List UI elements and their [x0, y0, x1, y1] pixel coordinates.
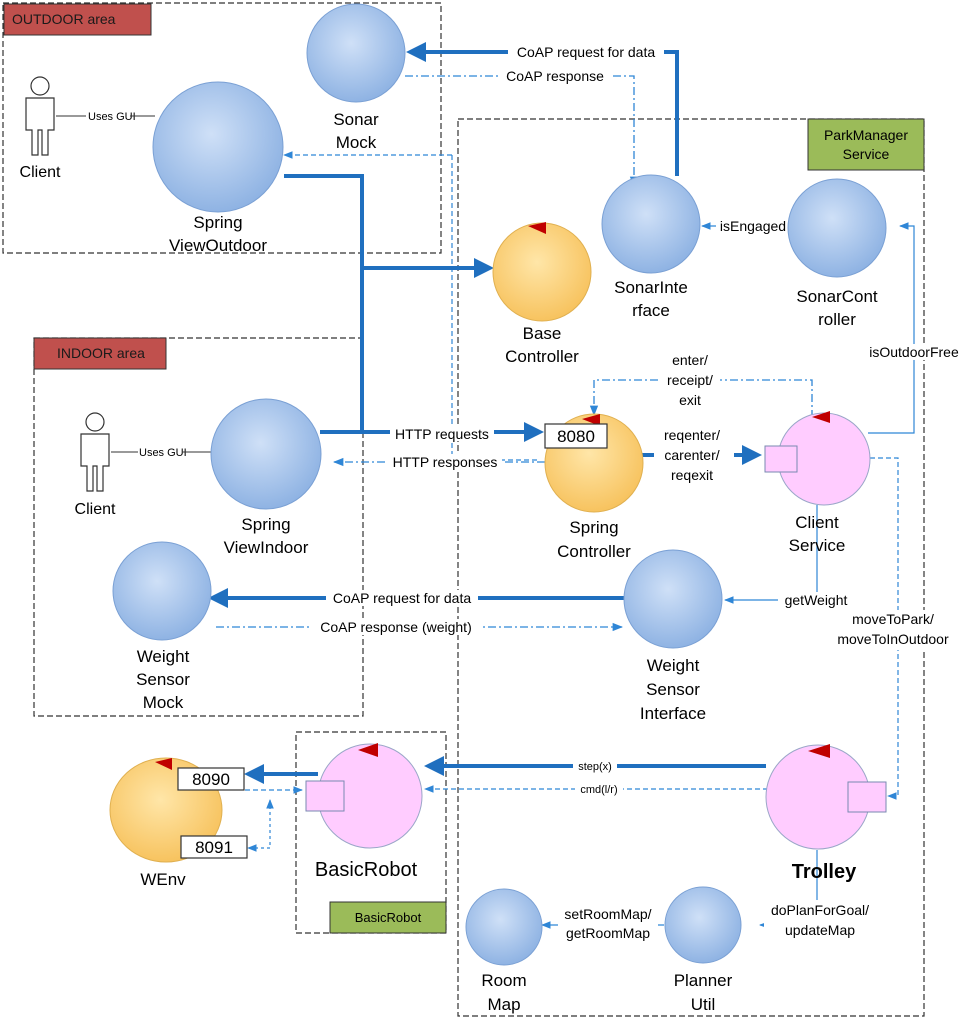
trolley-port — [847, 781, 887, 813]
nodes-planner-util-0-label: Planner — [674, 971, 733, 990]
edge-exit: exit — [679, 392, 701, 408]
edge-reqenter: reqenter/ — [664, 427, 720, 443]
node-sonar-mock[interactable]: Sonar Mock — [306, 3, 406, 152]
node-client-service[interactable]: Client Service — [764, 411, 871, 555]
nodes-spring-view-outdoor-1-label: ViewOutdoor — [169, 236, 267, 255]
edge-step-x: step(x) — [578, 761, 612, 773]
node-weight-sensor-mock[interactable]: Weight Sensor Mock — [112, 541, 212, 712]
basicrobot-area-label: BasicRobot — [355, 910, 422, 925]
nodes-spring-controller-0-label: Spring — [569, 518, 618, 537]
nodes-weight-sensor-interface-1-label: Sensor — [646, 680, 700, 699]
node-spring-controller[interactable]: 8080 Spring Controller — [544, 413, 644, 561]
nodes-spring-view-indoor-1-label: ViewIndoor — [224, 538, 309, 557]
edge-get-weight: getWeight — [785, 592, 848, 608]
nodes-weight-sensor-interface-2-label: Interface — [640, 704, 706, 723]
node-sonar-interface[interactable]: SonarInte rface — [601, 174, 701, 320]
edge-receipt: receipt/ — [667, 372, 713, 388]
marker-red-icon — [582, 414, 600, 426]
ports-p8090-label: 8090 — [192, 770, 230, 789]
edge-move-to-park: moveToPark/ — [852, 611, 934, 627]
nodes-sonar-mock-0-label: Sonar — [333, 110, 379, 129]
marker-red-icon — [155, 758, 172, 770]
nodes-base-controller-1-label: Controller — [505, 347, 579, 366]
nodes-weight-sensor-interface-0-label: Weight — [647, 656, 700, 675]
node-spring-view-outdoor[interactable]: Spring ViewOutdoor — [152, 81, 284, 255]
nodes-weight-sensor-mock-1-label: Sensor — [136, 670, 190, 689]
edge-carenter: carenter/ — [664, 447, 719, 463]
node-sonar-controller[interactable]: SonarCont roller — [787, 178, 887, 329]
nodes-sonar-interface-0-label: SonarInte — [614, 278, 688, 297]
port-8090 — [177, 767, 245, 791]
edge-cmd-lr: cmd(l/r) — [580, 784, 617, 796]
edge-coap-request-sonar: CoAP request for data — [517, 44, 655, 60]
parkmanager-area-label-1: ParkManager — [824, 127, 908, 143]
nodes-room-map-1-label: Map — [487, 995, 520, 1014]
uses-gui-indoor-label: Uses GUI — [139, 447, 187, 459]
nodes-spring-controller-1-label: Controller — [557, 542, 631, 561]
client-service-port — [764, 445, 798, 473]
outdoor-area-label: OUTDOOR area — [12, 11, 116, 27]
client-indoor-icon — [80, 412, 110, 492]
edge-coap-response-weight: CoAP response (weight) — [320, 619, 471, 635]
indoor-area-label: INDOOR area — [57, 345, 145, 361]
node-trolley[interactable]: Trolley — [765, 744, 887, 883]
nodes-sonar-controller-0-label: SonarCont — [796, 287, 878, 306]
edge-http-requests: HTTP requests — [395, 426, 489, 442]
marker-red-icon — [528, 222, 546, 234]
client-outdoor-icon — [25, 76, 55, 156]
node-spring-view-indoor[interactable]: Spring ViewIndoor — [210, 398, 322, 557]
node-room-map[interactable]: Room Map — [465, 888, 543, 1014]
nodes-base-controller-0-label: Base — [523, 324, 562, 343]
edge-is-outdoor-free: isOutdoorFree — [869, 344, 959, 360]
nodes-sonar-interface-1-label: rface — [632, 301, 670, 320]
parkmanager-area-label-2: Service — [843, 146, 890, 162]
edge-move-to-in-outdoor: moveToInOutdoor — [837, 631, 949, 647]
edge-coap-request-weight: CoAP request for data — [333, 590, 471, 606]
nodes-sonar-controller-1-label: roller — [818, 310, 856, 329]
node-basic-robot[interactable]: BasicRobot — [305, 743, 423, 881]
ports-p8091-label: 8091 — [195, 838, 233, 857]
nodes-weight-sensor-mock-0-label: Weight — [137, 647, 190, 666]
indoor-area: INDOOR area — [33, 337, 364, 717]
node-weight-sensor-interface[interactable]: Weight Sensor Interface — [623, 549, 723, 723]
nodes-wenv-label: WEnv — [140, 870, 186, 889]
edge-reqexit: reqexit — [671, 467, 713, 483]
edge-is-engaged: isEngaged — [720, 218, 786, 234]
node-wenv[interactable]: 8090 8091 WEnv — [109, 757, 248, 889]
client-outdoor-label: Client — [20, 164, 61, 181]
node-base-controller[interactable]: Base Controller — [492, 222, 592, 366]
port-8091 — [180, 835, 248, 859]
nodes-trolley-label: Trolley — [792, 861, 857, 883]
basicrobot-area: BasicRobot — [295, 731, 447, 934]
marker-red-icon — [358, 743, 378, 757]
nodes-planner-util-1-label: Util — [691, 995, 716, 1014]
port-8080 — [544, 423, 608, 449]
nodes-client-service-1-label: Service — [789, 536, 846, 555]
nodes-client-service-0-label: Client — [795, 513, 839, 532]
edge-http-responses: HTTP responses — [393, 454, 498, 470]
edge-set-room-map: setRoomMap/ — [564, 906, 651, 922]
parkmanager-area: ParkManager Service — [457, 118, 925, 1017]
edge-get-room-map: getRoomMap — [566, 925, 650, 941]
edge-update-map: updateMap — [785, 922, 855, 938]
marker-red-icon — [808, 744, 830, 758]
uses-gui-outdoor-label: Uses GUI — [88, 111, 136, 123]
edge-do-plan: doPlanForGoal/ — [771, 902, 869, 918]
outdoor-area: OUTDOOR area — [2, 2, 442, 254]
client-indoor-label: Client — [75, 501, 116, 518]
marker-red-icon — [812, 411, 830, 423]
nodes-spring-view-indoor-0-label: Spring — [241, 515, 290, 534]
basic-robot-port — [305, 780, 345, 812]
nodes-basic-robot-label: BasicRobot — [315, 859, 418, 881]
edge-enter: enter/ — [672, 352, 708, 368]
nodes-room-map-0-label: Room — [481, 971, 526, 990]
node-planner-util[interactable]: Planner Util — [664, 886, 742, 1014]
edge-coap-response-sonar: CoAP response — [506, 68, 604, 84]
nodes-spring-view-outdoor-0-label: Spring — [193, 213, 242, 232]
nodes-weight-sensor-mock-2-label: Mock — [143, 693, 184, 712]
ports-p8080-label: 8080 — [557, 427, 595, 446]
nodes-sonar-mock-1-label: Mock — [336, 133, 377, 152]
